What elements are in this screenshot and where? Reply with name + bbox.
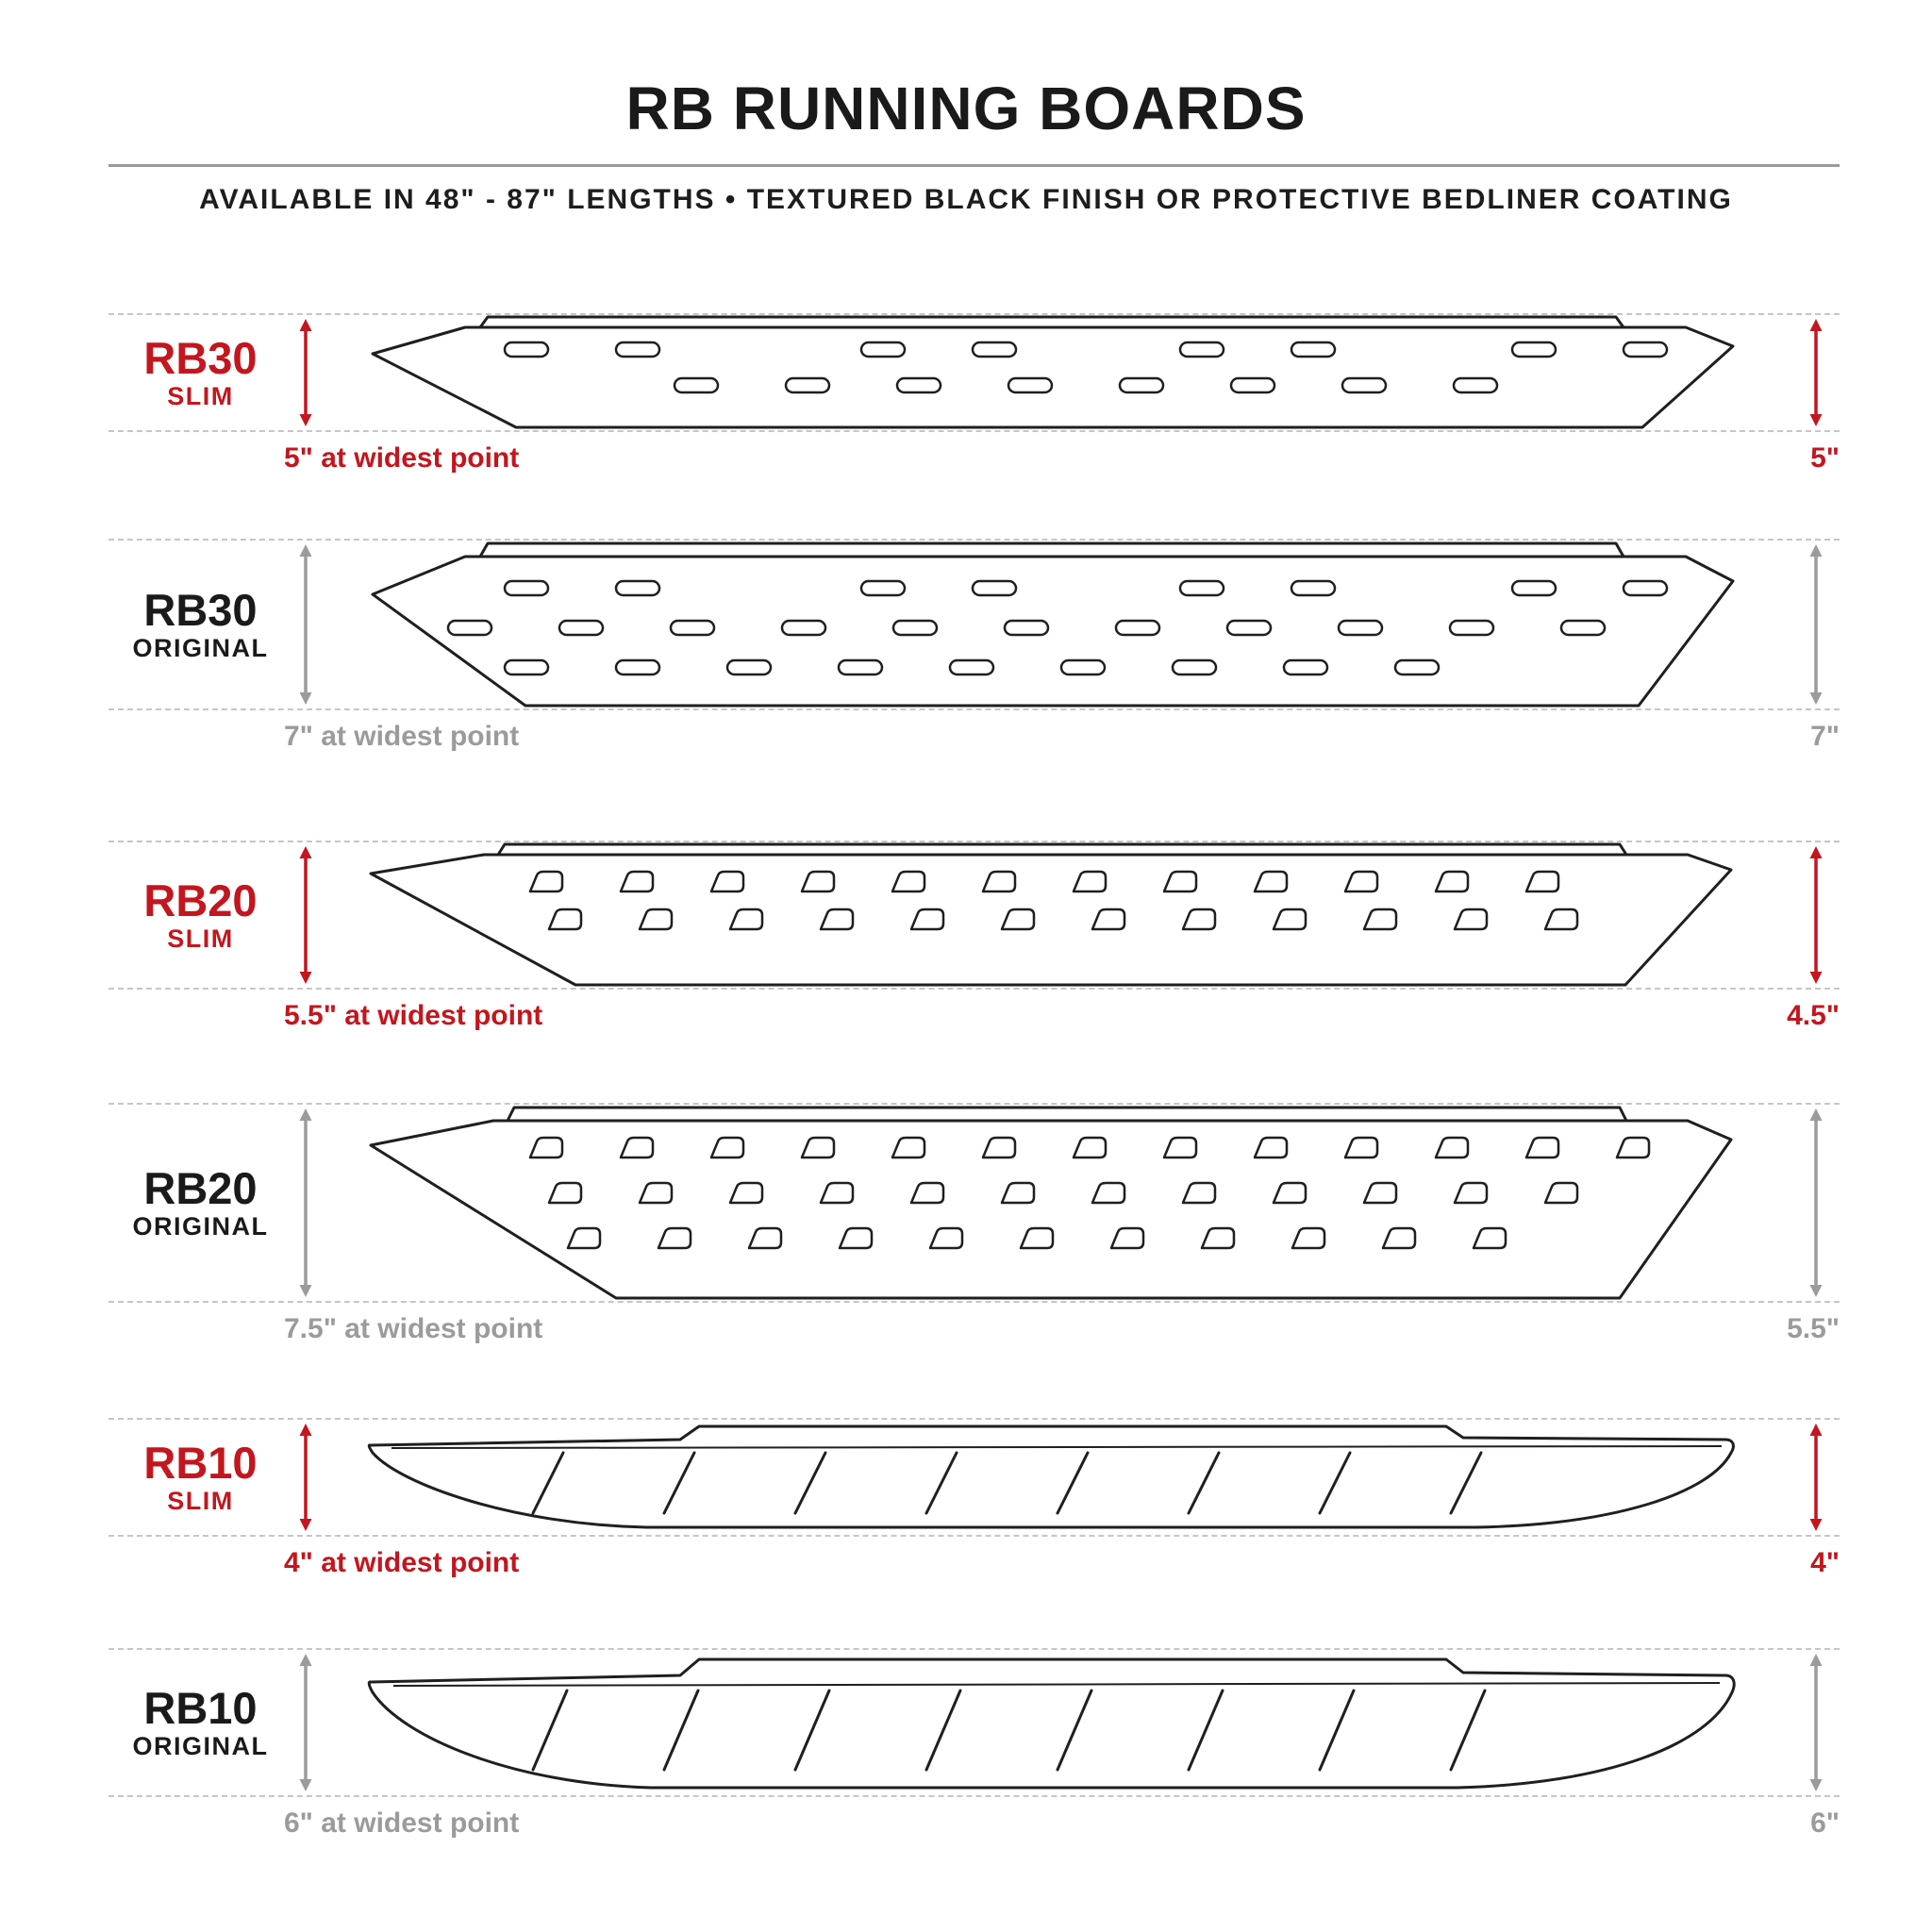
board-drawing-rb20-slim bbox=[363, 841, 1743, 989]
dashed-guide-top bbox=[108, 1648, 1840, 1650]
model-name: RB30 bbox=[143, 332, 258, 383]
dashed-guide-top bbox=[108, 313, 1840, 315]
height-value: 5" bbox=[1810, 442, 1840, 474]
width-note: 6" at widest point bbox=[284, 1807, 520, 1839]
height-arrow-left-icon bbox=[293, 317, 318, 428]
height-value: 6" bbox=[1810, 1807, 1840, 1839]
board-drawing-rb20-original bbox=[363, 1104, 1743, 1302]
header: RB RUNNING BOARDS AVAILABLE IN 48" - 87"… bbox=[0, 0, 1932, 216]
row-rb10-slim: RB10 SLIM bbox=[108, 1418, 1840, 1578]
model-label-group: RB20 ORIGINAL bbox=[108, 1162, 292, 1241]
dashed-guide-bottom bbox=[108, 1535, 1840, 1537]
dashed-guide-top bbox=[108, 1103, 1840, 1105]
model-label-group: RB20 SLIM bbox=[108, 874, 292, 953]
height-arrow-left-icon bbox=[293, 1422, 318, 1533]
width-note: 7.5" at widest point bbox=[284, 1313, 543, 1344]
model-label-group: RB30 ORIGINAL bbox=[108, 584, 292, 662]
width-note: 5" at widest point bbox=[284, 442, 520, 474]
row-rb10-original: RB10 ORIGINAL bbox=[108, 1648, 1840, 1839]
dashed-guide-top bbox=[108, 841, 1840, 842]
row-rb30-original: RB30 ORIGINAL bbox=[108, 539, 1840, 752]
title-divider bbox=[108, 164, 1840, 167]
height-arrow-right-icon bbox=[1804, 317, 1828, 428]
dashed-guide-bottom bbox=[108, 988, 1840, 990]
model-variant: SLIM bbox=[167, 924, 234, 953]
height-value: 7" bbox=[1810, 721, 1840, 752]
model-name: RB10 bbox=[143, 1437, 258, 1488]
model-label-group: RB10 SLIM bbox=[108, 1437, 292, 1515]
board-drawing-rb10-original bbox=[363, 1649, 1743, 1796]
page-title: RB RUNNING BOARDS bbox=[625, 75, 1307, 142]
row-rb20-slim: RB20 SLIM bbox=[108, 841, 1840, 1031]
height-value: 4.5" bbox=[1787, 1000, 1840, 1031]
row-rb20-original: RB20 ORIGINAL bbox=[108, 1103, 1840, 1344]
model-variant: ORIGINAL bbox=[132, 1211, 269, 1241]
height-arrow-left-icon bbox=[293, 1107, 318, 1299]
model-label-group: RB10 ORIGINAL bbox=[108, 1682, 292, 1760]
dashed-guide-bottom bbox=[108, 708, 1840, 710]
model-name: RB30 bbox=[143, 584, 258, 635]
model-name: RB10 bbox=[143, 1682, 258, 1733]
height-arrow-right-icon bbox=[1804, 542, 1828, 707]
width-note: 5.5" at widest point bbox=[284, 1000, 543, 1031]
dashed-guide-bottom bbox=[108, 1795, 1840, 1797]
height-arrow-right-icon bbox=[1804, 844, 1828, 986]
height-arrow-left-icon bbox=[293, 1652, 318, 1793]
board-drawing-rb30-slim bbox=[363, 314, 1743, 431]
dashed-guide-bottom bbox=[108, 430, 1840, 432]
height-arrow-left-icon bbox=[293, 844, 318, 986]
height-arrow-right-icon bbox=[1804, 1652, 1828, 1793]
dashed-guide-top bbox=[108, 1418, 1840, 1420]
model-name: RB20 bbox=[143, 874, 258, 925]
width-note: 4" at widest point bbox=[284, 1547, 520, 1578]
height-value: 4" bbox=[1810, 1547, 1840, 1578]
model-variant: ORIGINAL bbox=[132, 1731, 269, 1760]
model-variant: SLIM bbox=[167, 381, 234, 410]
height-arrow-right-icon bbox=[1804, 1422, 1828, 1533]
model-label-group: RB30 SLIM bbox=[108, 332, 292, 410]
board-drawing-rb30-original bbox=[363, 540, 1743, 709]
dashed-guide-top bbox=[108, 539, 1840, 541]
model-variant: SLIM bbox=[167, 1486, 234, 1515]
dashed-guide-bottom bbox=[108, 1301, 1840, 1303]
height-value: 5.5" bbox=[1787, 1313, 1840, 1344]
rows-container: RB30 SLIM bbox=[0, 313, 1932, 1839]
height-arrow-left-icon bbox=[293, 542, 318, 707]
height-arrow-right-icon bbox=[1804, 1107, 1828, 1299]
model-variant: ORIGINAL bbox=[132, 633, 269, 662]
row-rb30-slim: RB30 SLIM bbox=[108, 313, 1840, 474]
board-drawing-rb10-slim bbox=[363, 1419, 1743, 1536]
page-subtitle: AVAILABLE IN 48" - 87" LENGTHS • TEXTURE… bbox=[199, 184, 1733, 215]
width-note: 7" at widest point bbox=[284, 721, 520, 752]
model-name: RB20 bbox=[143, 1162, 258, 1213]
